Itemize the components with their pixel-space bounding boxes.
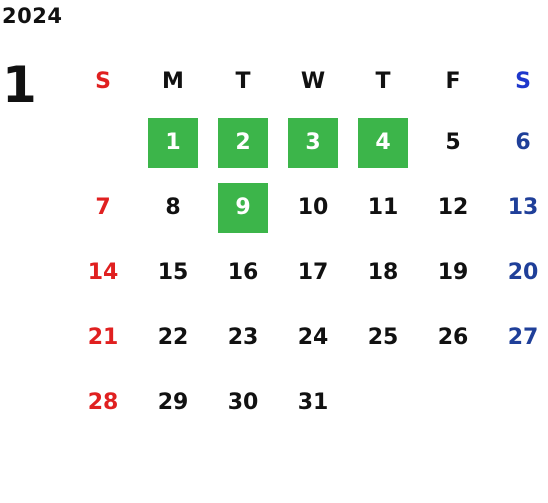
weekday-header-friday: F xyxy=(445,68,461,94)
day-cell-12[interactable]: 12 xyxy=(418,175,488,240)
weekday-header-sunday: S xyxy=(95,68,111,94)
day-cell-24[interactable]: 24 xyxy=(278,305,348,370)
day-number: 20 xyxy=(507,260,539,285)
weekday-header-thursday: T xyxy=(375,68,391,94)
day-number: 11 xyxy=(367,195,399,220)
highlight-marker xyxy=(148,117,198,168)
day-cell-15[interactable]: 15 xyxy=(138,240,208,305)
day-number: 2 xyxy=(235,130,251,155)
day-cell-23[interactable]: 23 xyxy=(208,305,278,370)
day-cell-6[interactable]: 6 xyxy=(488,110,548,175)
day-number: 5 xyxy=(445,130,461,155)
day-number: 31 xyxy=(297,390,329,415)
day-number: 23 xyxy=(227,325,259,350)
weekday-header-wednesday: W xyxy=(300,68,326,94)
day-number: 4 xyxy=(375,130,391,155)
day-number: 3 xyxy=(305,130,321,155)
day-number: 22 xyxy=(157,325,189,350)
weekday-header-saturday: S xyxy=(515,68,531,94)
day-cell-8[interactable]: 8 xyxy=(138,175,208,240)
day-cell-13[interactable]: 13 xyxy=(488,175,548,240)
highlight-marker xyxy=(358,117,408,168)
day-number: 29 xyxy=(157,390,189,415)
day-number: 7 xyxy=(95,195,111,220)
day-number: 26 xyxy=(437,325,469,350)
day-cell-22[interactable]: 22 xyxy=(138,305,208,370)
day-number: 14 xyxy=(87,260,119,285)
calendar-year: 2024 xyxy=(2,4,63,28)
day-number: 10 xyxy=(297,195,329,220)
day-number: 21 xyxy=(87,325,119,350)
day-number: 6 xyxy=(515,130,531,155)
day-cell-26[interactable]: 26 xyxy=(418,305,488,370)
day-cell-28[interactable]: 28 xyxy=(68,370,138,435)
day-cell-11[interactable]: 11 xyxy=(348,175,418,240)
day-number: 25 xyxy=(367,325,399,350)
day-number: 30 xyxy=(227,390,259,415)
day-number: 24 xyxy=(297,325,329,350)
day-number: 8 xyxy=(165,195,181,220)
day-number: 13 xyxy=(507,195,539,220)
day-cell-18[interactable]: 18 xyxy=(348,240,418,305)
highlight-marker xyxy=(288,117,338,168)
day-cell-25[interactable]: 25 xyxy=(348,305,418,370)
day-number: 27 xyxy=(507,325,539,350)
day-cell-20[interactable]: 20 xyxy=(488,240,548,305)
day-cell-16[interactable]: 16 xyxy=(208,240,278,305)
day-number: 18 xyxy=(367,260,399,285)
day-cell-5[interactable]: 5 xyxy=(418,110,488,175)
day-cell-2[interactable]: 2 xyxy=(208,110,278,175)
weekday-header-monday: M xyxy=(162,68,184,94)
day-cell-30[interactable]: 30 xyxy=(208,370,278,435)
day-number: 12 xyxy=(437,195,469,220)
day-cell-14[interactable]: 14 xyxy=(68,240,138,305)
day-cell-4[interactable]: 4 xyxy=(348,110,418,175)
day-cell-9[interactable]: 9 xyxy=(208,175,278,240)
calendar-month: 1 xyxy=(2,56,37,114)
day-cell-7[interactable]: 7 xyxy=(68,175,138,240)
day-cell-1[interactable]: 1 xyxy=(138,110,208,175)
day-number: 1 xyxy=(165,130,181,155)
weekday-header-tuesday: T xyxy=(235,68,251,94)
day-cell-29[interactable]: 29 xyxy=(138,370,208,435)
day-cell-10[interactable]: 10 xyxy=(278,175,348,240)
day-cell-3[interactable]: 3 xyxy=(278,110,348,175)
day-cell-27[interactable]: 27 xyxy=(488,305,548,370)
day-number: 9 xyxy=(235,195,251,220)
day-number: 15 xyxy=(157,260,189,285)
day-cell-31[interactable]: 31 xyxy=(278,370,348,435)
day-cell-21[interactable]: 21 xyxy=(68,305,138,370)
highlight-marker xyxy=(218,117,268,168)
highlight-marker xyxy=(218,182,268,233)
day-cell-17[interactable]: 17 xyxy=(278,240,348,305)
day-cell-19[interactable]: 19 xyxy=(418,240,488,305)
day-number: 16 xyxy=(227,260,259,285)
day-number: 19 xyxy=(437,260,469,285)
day-number: 17 xyxy=(297,260,329,285)
day-number: 28 xyxy=(87,390,119,415)
